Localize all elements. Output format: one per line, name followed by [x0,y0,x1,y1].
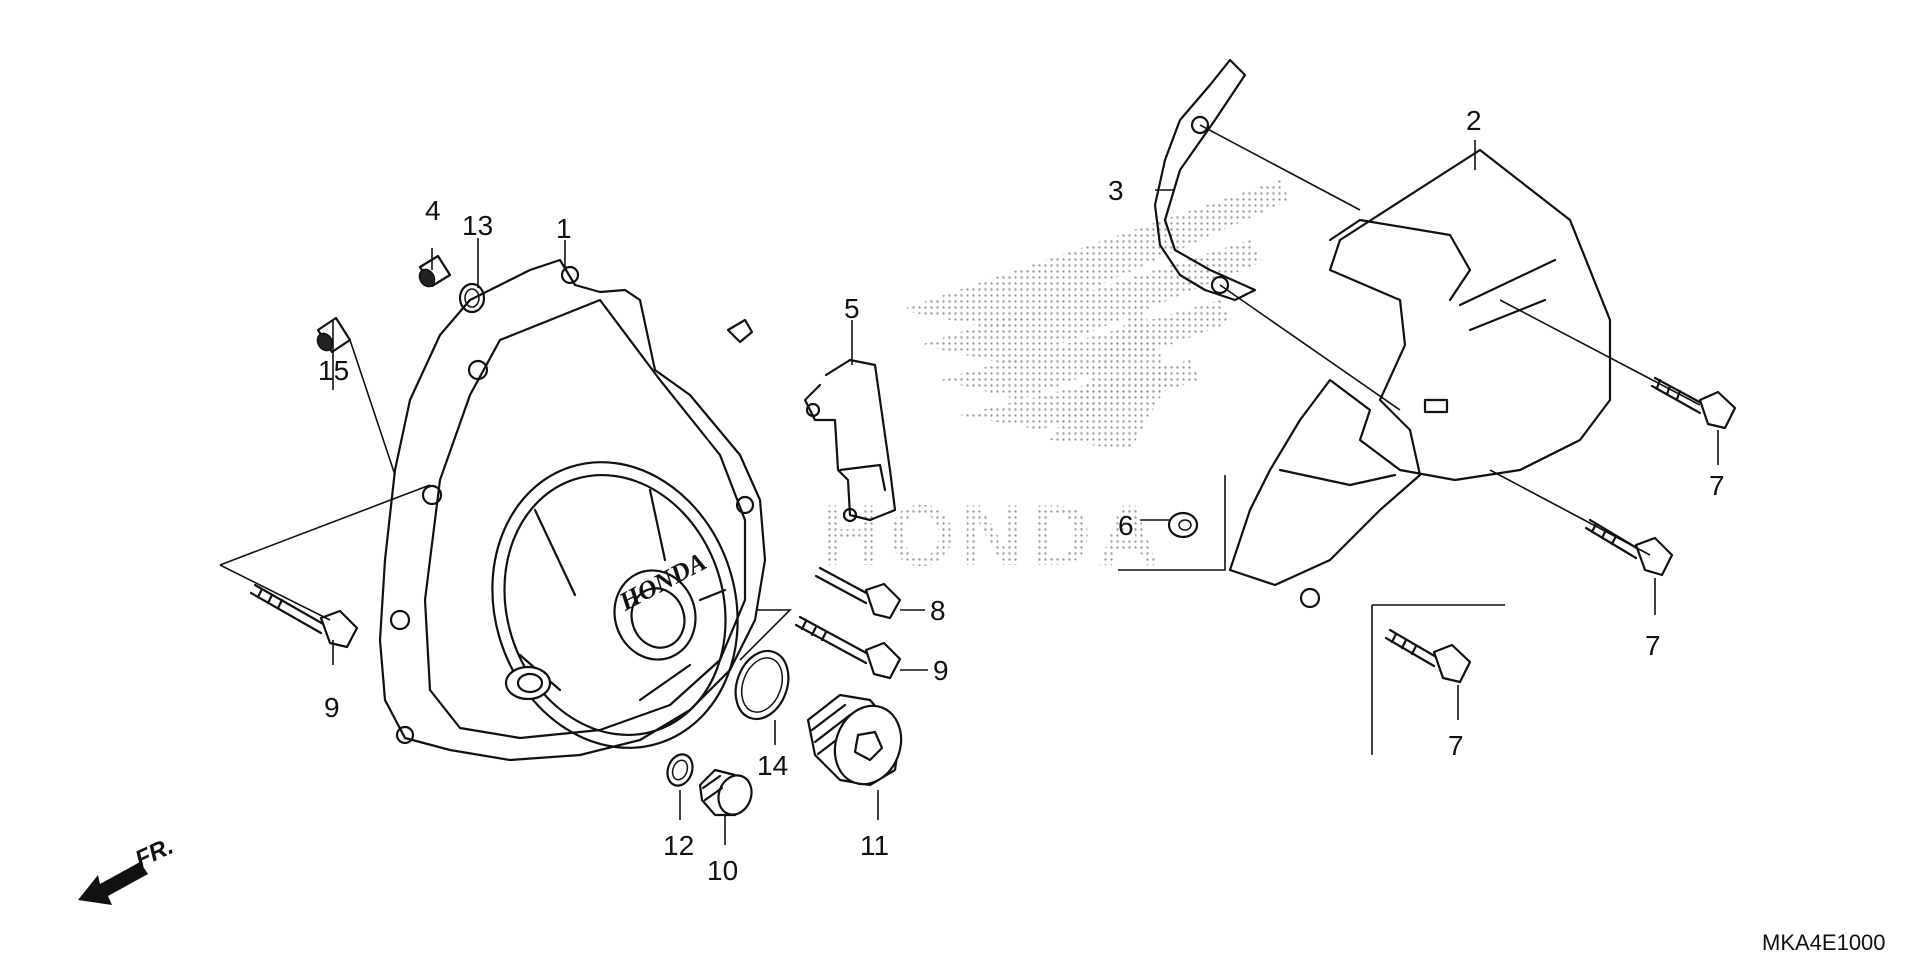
label-part-2: 2 [1466,105,1482,136]
label-part-13: 13 [462,210,493,241]
label-part-14: 14 [757,750,788,781]
generator-cover: HONDA [378,258,767,762]
label-part-10: 10 [707,855,738,886]
label-part-7-lower: 7 [1448,730,1464,761]
cover-gasket [1153,58,1257,302]
label-part-9-right: 9 [933,655,949,686]
label-part-12: 12 [663,830,694,861]
plug-10 [698,768,753,817]
honda-wing-watermark: HONDA [820,180,1290,584]
diagram-code: MKA4E1000 [1762,930,1886,955]
sprocket-cover [1228,148,1612,609]
label-part-8: 8 [930,595,946,626]
label-part-6: 6 [1118,510,1134,541]
o-ring-14 [734,649,790,721]
wire-stay-5 [803,358,897,523]
callout-labels: 1 2 3 4 5 6 7 7 7 8 9 9 10 11 12 13 14 1… [318,105,1725,886]
label-part-5: 5 [844,293,860,324]
label-part-7-upper: 7 [1709,470,1725,501]
label-part-15: 15 [318,355,349,386]
grommet-6 [1167,511,1199,539]
leader-lines [219,124,1719,845]
dowel-pin-15 [316,316,352,354]
label-part-11: 11 [860,830,889,861]
front-direction-arrow: FR. [78,833,178,905]
label-part-1: 1 [556,213,572,244]
washer-12 [666,753,694,787]
arrow-icon [78,862,148,905]
label-part-4: 4 [425,195,441,226]
label-part-9-left: 9 [324,692,340,723]
plug-11 [806,693,903,787]
bolt-7-lower [1384,628,1472,684]
label-part-7-middle: 7 [1645,630,1661,661]
o-ring-13 [458,282,486,314]
bolt-8 [814,566,902,620]
label-part-3: 3 [1108,175,1124,206]
dowel-pin-4 [418,254,452,288]
bolt-9-right [794,615,902,680]
bolt-9-left [249,583,359,649]
bolt-7-upper [1650,376,1737,430]
watermark-text: HONDA [820,488,1165,584]
